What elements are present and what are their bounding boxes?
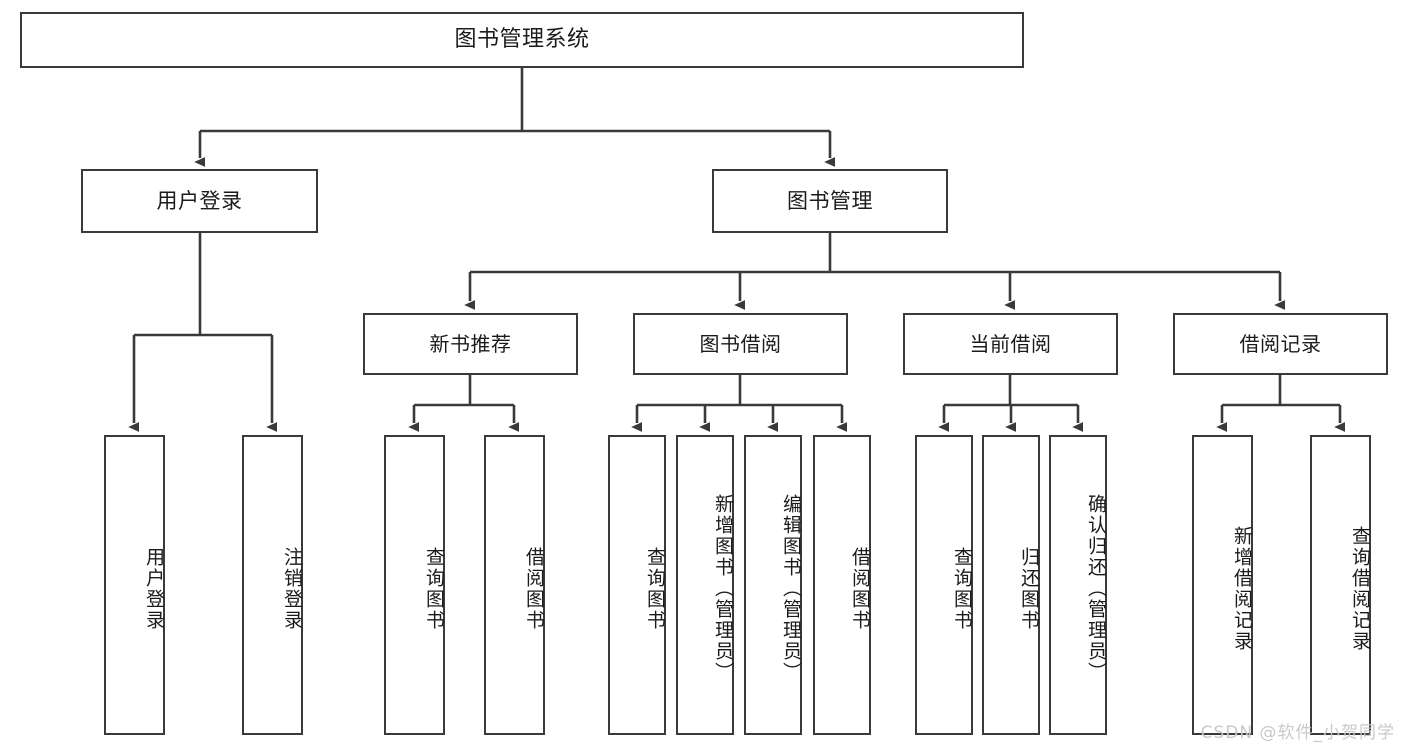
node-label: 新书推荐 — [429, 331, 512, 356]
node-label: 图书管理 — [787, 188, 873, 213]
node-label: 新增借阅记录 — [1231, 525, 1253, 652]
leaf-query-book-current[interactable]: 查询图书 — [915, 435, 973, 735]
node-new-book-recommend[interactable]: 新书推荐 — [363, 313, 578, 375]
node-label: 确认归还（管理员） — [1085, 494, 1107, 683]
node-label: 用户登录 — [143, 546, 165, 631]
node-user-login[interactable]: 用户登录 — [81, 169, 318, 233]
node-label: 借阅图书 — [523, 546, 545, 631]
leaf-logout-login[interactable]: 注销登录 — [242, 435, 303, 735]
leaf-return-book[interactable]: 归还图书 — [982, 435, 1040, 735]
node-root-book-management-system[interactable]: 图书管理系统 — [20, 12, 1024, 68]
leaf-add-book-admin[interactable]: 新增图书（管理员） — [676, 435, 734, 735]
csdn-watermark: CSDN @软件_小贺同学 — [1200, 723, 1395, 743]
leaf-add-borrow-record[interactable]: 新增借阅记录 — [1192, 435, 1253, 735]
leaf-edit-book-admin[interactable]: 编辑图书（管理员） — [744, 435, 802, 735]
leaf-query-borrow-record[interactable]: 查询借阅记录 — [1310, 435, 1371, 735]
node-borrow-record[interactable]: 借阅记录 — [1173, 313, 1388, 375]
node-label: 查询图书 — [644, 546, 666, 631]
node-current-borrow[interactable]: 当前借阅 — [903, 313, 1118, 375]
node-book-borrow[interactable]: 图书借阅 — [633, 313, 848, 375]
leaf-borrow-book-recommend[interactable]: 借阅图书 — [484, 435, 545, 735]
leaf-borrow-book[interactable]: 借阅图书 — [813, 435, 871, 735]
leaf-query-book-borrow[interactable]: 查询图书 — [608, 435, 666, 735]
node-label: 图书借阅 — [699, 331, 782, 356]
node-label: 查询图书 — [951, 546, 973, 631]
leaf-user-login[interactable]: 用户登录 — [104, 435, 165, 735]
node-label: 查询借阅记录 — [1349, 525, 1371, 652]
leaf-confirm-return-admin[interactable]: 确认归还（管理员） — [1049, 435, 1107, 735]
node-label: 借阅记录 — [1239, 331, 1322, 356]
node-label: 归还图书 — [1018, 546, 1040, 631]
node-label: 借阅图书 — [849, 546, 871, 631]
node-label: 用户登录 — [156, 188, 243, 213]
node-book-management[interactable]: 图书管理 — [712, 169, 948, 233]
node-label: 当前借阅 — [969, 331, 1052, 356]
node-label: 查询图书 — [423, 546, 445, 631]
node-label: 新增图书（管理员） — [712, 494, 734, 683]
node-label: 编辑图书（管理员） — [780, 494, 802, 683]
node-label: 注销登录 — [281, 546, 303, 631]
leaf-query-book-recommend[interactable]: 查询图书 — [384, 435, 445, 735]
node-label: 图书管理系统 — [454, 27, 590, 53]
